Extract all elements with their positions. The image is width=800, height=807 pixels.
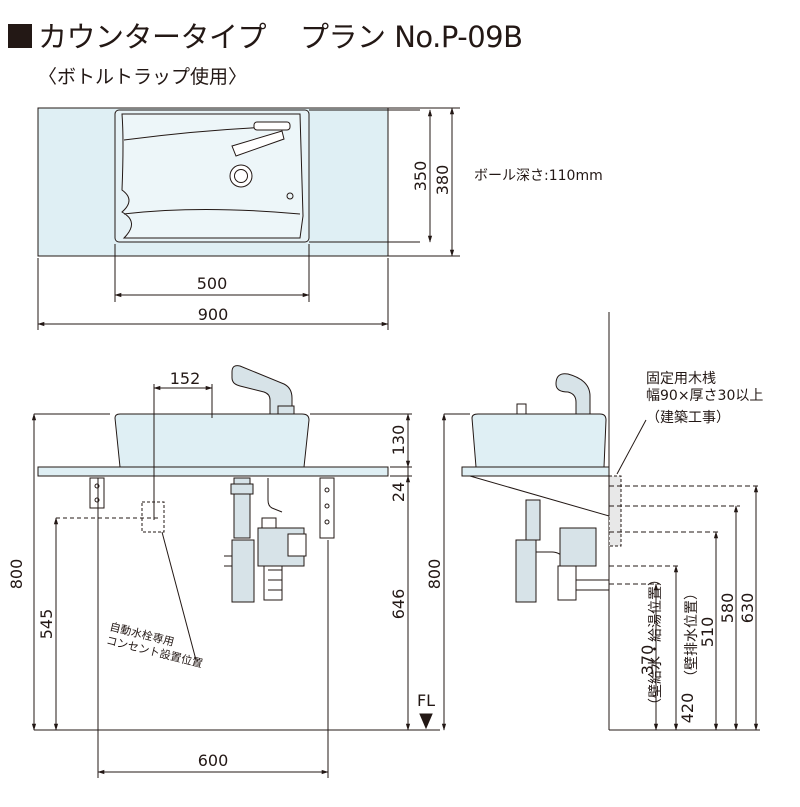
side-bracket (469, 475, 610, 517)
front-bottle-trap (231, 539, 255, 603)
front-bowl (114, 413, 310, 468)
side-counter (461, 466, 610, 477)
plan-view (37, 107, 460, 330)
wood-note-line3: （建築工事） (646, 410, 730, 426)
page-subtitle: 〈ボトルトラップ使用〉 (38, 66, 248, 88)
dim-370: 370 (638, 645, 657, 676)
bowl-depth-note: ボール深さ:110mm (474, 168, 603, 184)
front-faucet-base (277, 405, 295, 415)
plan-faucet-spout (231, 130, 285, 157)
front-counter (37, 466, 389, 477)
dim-outlet-height: 545 (37, 609, 56, 640)
title-plan-number: プラン No.P-09B (300, 20, 523, 54)
page-title: カウンタータイププラン No.P-09B (8, 14, 523, 56)
dim-under-counter: 646 (389, 589, 408, 620)
plan-drain-outer (229, 164, 253, 188)
dim-bowl-width: 500 (197, 274, 228, 293)
dim-total-height-front: 800 (7, 559, 26, 590)
side-view (441, 312, 760, 731)
dim-630: 630 (738, 593, 757, 624)
dim-total-height-side: 800 (425, 559, 444, 590)
side-bowl (471, 413, 607, 468)
dim-counter-width: 900 (198, 305, 229, 324)
front-bracket-left (89, 477, 105, 509)
label-supply: （壁給水・給湯位置） (647, 572, 664, 712)
plan-overflow-hole (286, 192, 294, 200)
side-wood-strip (608, 475, 622, 547)
side-trap-body (515, 539, 537, 603)
front-valve (263, 565, 283, 601)
plan-drain-inner (234, 169, 248, 183)
dim-bracket-span: 600 (198, 751, 229, 770)
dim-580: 580 (718, 593, 737, 624)
plan-bowl-curve-bottom (123, 209, 301, 215)
side-knob (516, 403, 527, 415)
dim-420: 420 (678, 693, 697, 724)
dim-counter-depth: 380 (433, 165, 452, 196)
wood-note-line1: 固定用木桟 (646, 371, 716, 387)
dim-bowl-height: 130 (389, 425, 408, 456)
front-outlet-box (141, 501, 165, 533)
title-square-icon (8, 24, 32, 48)
dim-faucet-offset: 152 (170, 369, 201, 388)
floor-level-arrow (419, 713, 433, 730)
front-view (31, 365, 440, 778)
floor-label: FL (417, 691, 435, 710)
title-main: カウンタータイプ (38, 20, 267, 54)
dim-510: 510 (698, 617, 717, 648)
wood-note-line2: 幅90×厚さ30以上 (646, 388, 763, 404)
plan-faucet-handle (253, 121, 291, 131)
dim-counter-thickness: 24 (389, 482, 408, 502)
side-faucet (555, 373, 591, 419)
label-drain: （壁排水位置） (684, 586, 700, 684)
side-control-unit (559, 527, 597, 567)
dim-bowl-depth: 350 (411, 161, 430, 192)
